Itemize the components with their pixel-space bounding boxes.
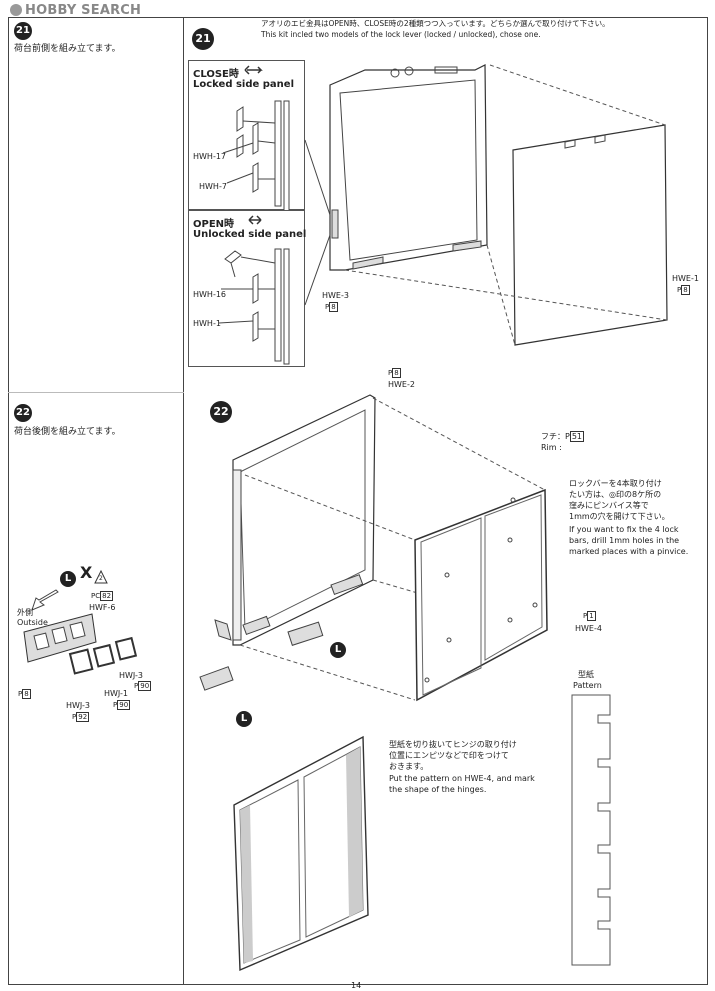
pattern-note-jp-3: おきます。 [389, 762, 429, 771]
column-divider [183, 17, 184, 985]
logo-text: HOBBY SEARCH [25, 3, 142, 18]
label-hwj-3-a: HWJ-3 [119, 671, 143, 680]
lockbar-note-jp-1: ロックバーを4本取り付け [569, 479, 662, 488]
part-hwh-17: HWH-17 [193, 152, 227, 161]
step-21-badge: 21 [192, 28, 214, 50]
lockbar-note-en-3: marked places with a pinvice. [569, 547, 689, 556]
rear-door-pattern-drawing [233, 735, 369, 972]
pattern-label-en: Pattern [573, 681, 602, 690]
outside-arrow-icon [31, 589, 59, 611]
step-21-front-panel-drawing [304, 64, 668, 346]
outside-label-en: Outside [17, 618, 48, 627]
outside-label-jp: 外側 [17, 608, 33, 617]
pattern-note-jp-1: 型紙を切り抜いてヒンジの取り付け [389, 740, 517, 749]
close-title-jp: CLOSE時 [193, 69, 239, 80]
part-hwh-16: HWH-16 [193, 290, 227, 299]
open-title-en: Unlocked side panel [193, 229, 307, 240]
page-number: 14 [351, 981, 362, 990]
pattern-note-en-1: Put the pattern on HWE-4, and mark [389, 774, 535, 783]
label-hwj-3-b: HWJ-3 [66, 701, 90, 710]
lockbar-note-jp-3: 窪みにピンバイス等で [569, 501, 649, 510]
part-hwh-7: HWH-7 [199, 182, 227, 191]
open-variant-box: OPEN時 Unlocked side panel HWH-16 HWH-1 [188, 210, 307, 367]
part-hwh-1: HWH-1 [193, 319, 221, 328]
lockbar-note-jp-2: たい方は、◎印の8ケ所の [569, 490, 662, 499]
label-hwe-4: HWE-4 [575, 624, 602, 633]
l-mark-circle-1: L [330, 642, 346, 658]
step-22-badge-left: 22 [14, 404, 32, 422]
hobby-search-logo: HOBBY SEARCH [10, 3, 141, 18]
step-22-badge: 22 [210, 401, 232, 423]
open-title-jp: OPEN時 [193, 219, 235, 230]
lever-part-drawing-2 [287, 621, 324, 646]
close-variant-box: CLOSE時 Locked side panel HWH-17 HWH-7 [188, 60, 305, 212]
l-mark-circle-2: L [236, 711, 252, 727]
warning-triangle-icon [94, 569, 108, 584]
step-21-badge-left: 21 [14, 22, 32, 40]
label-hwe-3: HWE-3 [322, 291, 349, 300]
pattern-label-jp: 型紙 [578, 670, 594, 679]
step-22-rear-drawing [214, 394, 548, 702]
pattern-note-en-2: the shape of the hinges. [389, 785, 487, 794]
page-frame [8, 17, 708, 985]
label-hwe-2: HWE-2 [388, 380, 415, 389]
lockbar-note-jp-4: 1mmの穴を開けて下さい。 [569, 512, 670, 521]
pattern-note-jp-2: 位置にエンピツなどで印をつけて [389, 751, 509, 760]
lockbar-note-en-2: bars, drill 1mm holes in the [569, 536, 680, 545]
logo-icon [10, 4, 22, 16]
lever-part-drawing [199, 666, 234, 691]
l-mark-left: L [60, 571, 76, 587]
step-22-instruction: 荷台後側を組み立てます。 [14, 427, 121, 437]
x-mark-number: 2 [99, 575, 103, 582]
hwf6-parts-drawing [23, 613, 138, 675]
rim-label-en: Rim : [541, 443, 562, 452]
hinge-pattern-template [571, 694, 611, 966]
step-21-instruction: 荷台前側を組み立てます。 [14, 44, 121, 54]
close-title-en: Locked side panel [193, 79, 295, 90]
x-mark: X [80, 563, 93, 582]
step-21-note-jp: アオリのエビ金具はOPEN時、CLOSE時の2種類つつ入っています。どちらか選ん… [261, 19, 610, 28]
double-arrow-icon [247, 66, 263, 74]
arrow-left-icon [244, 65, 250, 75]
label-hwe-1: HWE-1 [672, 274, 699, 283]
label-hwf-6: HWF-6 [89, 603, 116, 612]
lockbar-note-en-1: If you want to fix the 4 lock [569, 525, 679, 534]
double-arrow-icon [248, 215, 262, 225]
step-21-note-en: This kit incled two models of the lock l… [261, 30, 541, 39]
left-divider [8, 392, 184, 393]
open-lever-drawing [218, 215, 290, 365]
label-hwj-1: HWJ-1 [104, 689, 128, 698]
